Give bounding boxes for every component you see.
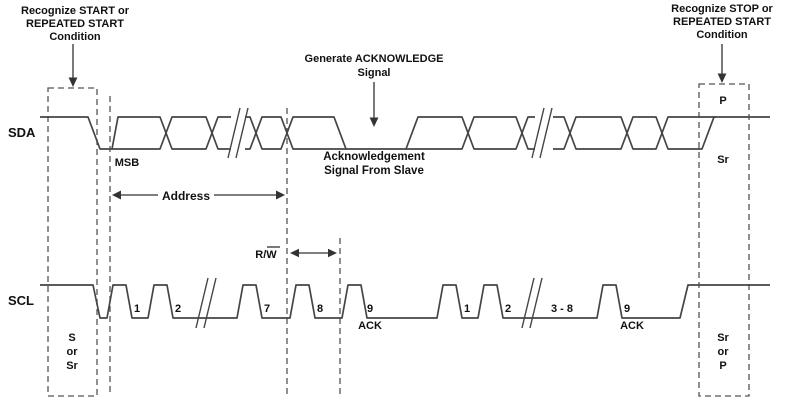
scl-pulse-2-label: 2	[175, 303, 181, 315]
scl-pulse-1b-label: 1	[464, 303, 470, 315]
start-callout-line2: REPEATED START	[26, 18, 124, 30]
start-callout-down-arrow-icon	[68, 77, 78, 87]
scl-pulse-7-label: 7	[264, 303, 270, 315]
scl-pulse-9-label: 9	[367, 303, 373, 315]
stop-callout-down-arrow-icon	[717, 73, 727, 83]
stop-callout: Recognize STOP or REPEATED START Conditi…	[671, 3, 774, 83]
stop-box-letters: P Sr Sr or P	[717, 95, 729, 372]
scl-pulse-3to8-label: 3 - 8	[551, 303, 573, 315]
rw-label: R/W	[255, 249, 277, 261]
rw-span: R/W	[255, 246, 337, 261]
start-box-line3: Sr	[66, 360, 78, 372]
stop-box-line3: P	[719, 360, 726, 372]
scl-break-mark-1a	[195, 277, 209, 329]
start-callout-line3: Condition	[49, 31, 101, 43]
start-callout: Recognize START or REPEATED START Condit…	[21, 5, 130, 87]
stop-sr-label: Sr	[717, 154, 729, 166]
stop-box-line1: Sr	[717, 332, 729, 344]
scl-waveform	[40, 277, 770, 329]
address-span: Address	[112, 189, 285, 203]
stop-condition-box	[698, 83, 750, 397]
sda-break-mark-2a	[531, 107, 545, 159]
sda-rail-top	[111, 116, 770, 150]
scl-clock-numbers: 1 2 7 8 9 ACK 1 2 3 - 8 9 ACK	[134, 303, 644, 332]
sda-break-mark-2b	[539, 107, 553, 159]
start-callout-line1: Recognize START or	[21, 5, 130, 17]
scl-pulse-9b-label: 9	[624, 303, 630, 315]
sda-waveform	[40, 107, 770, 159]
start-box-letters: S or Sr	[66, 332, 78, 372]
scl-break-mark-1b	[203, 277, 217, 329]
sda-rail-bottom	[40, 116, 716, 150]
rw-left-arrow-icon	[290, 248, 299, 258]
sda-signal-label: SDA	[8, 125, 36, 140]
ack-2-label: ACK	[620, 320, 644, 332]
address-right-arrow-icon	[276, 190, 285, 200]
stop-box-line2: or	[718, 346, 730, 358]
scl-pulse-2b-label: 2	[505, 303, 511, 315]
stop-callout-line1: Recognize STOP or	[671, 3, 773, 15]
ack-from-slave-line1: Acknowledgement	[323, 151, 425, 163]
scl-pulse-8-label: 8	[317, 303, 323, 315]
generate-ack-callout: Generate ACKNOWLEDGE Signal	[305, 53, 444, 127]
sda-break-mark-1a	[227, 107, 241, 159]
start-box-line2: or	[67, 346, 79, 358]
ack-1-label: ACK	[358, 320, 382, 332]
stop-p-label: P	[719, 95, 726, 107]
sda-break-mark-1b	[235, 107, 249, 159]
rw-right-arrow-icon	[328, 248, 337, 258]
address-label: Address	[162, 189, 210, 203]
scl-break-mark-2b	[529, 277, 543, 329]
stop-callout-line2: REPEATED START	[673, 16, 771, 28]
scl-break-mark-2a	[521, 277, 535, 329]
start-box-line1: S	[68, 332, 75, 344]
start-condition-box	[47, 87, 98, 397]
generate-ack-line1: Generate ACKNOWLEDGE	[305, 53, 444, 65]
address-left-arrow-icon	[112, 190, 121, 200]
generate-ack-down-arrow-icon	[369, 117, 379, 127]
generate-ack-line2: Signal	[357, 67, 390, 79]
scl-signal-label: SCL	[8, 293, 34, 308]
stop-callout-line3: Condition	[696, 29, 748, 41]
msb-label: MSB	[115, 157, 140, 169]
scl-pulse-1-label: 1	[134, 303, 140, 315]
ack-from-slave-line2: Signal From Slave	[324, 165, 424, 177]
scl-trace	[40, 284, 770, 319]
